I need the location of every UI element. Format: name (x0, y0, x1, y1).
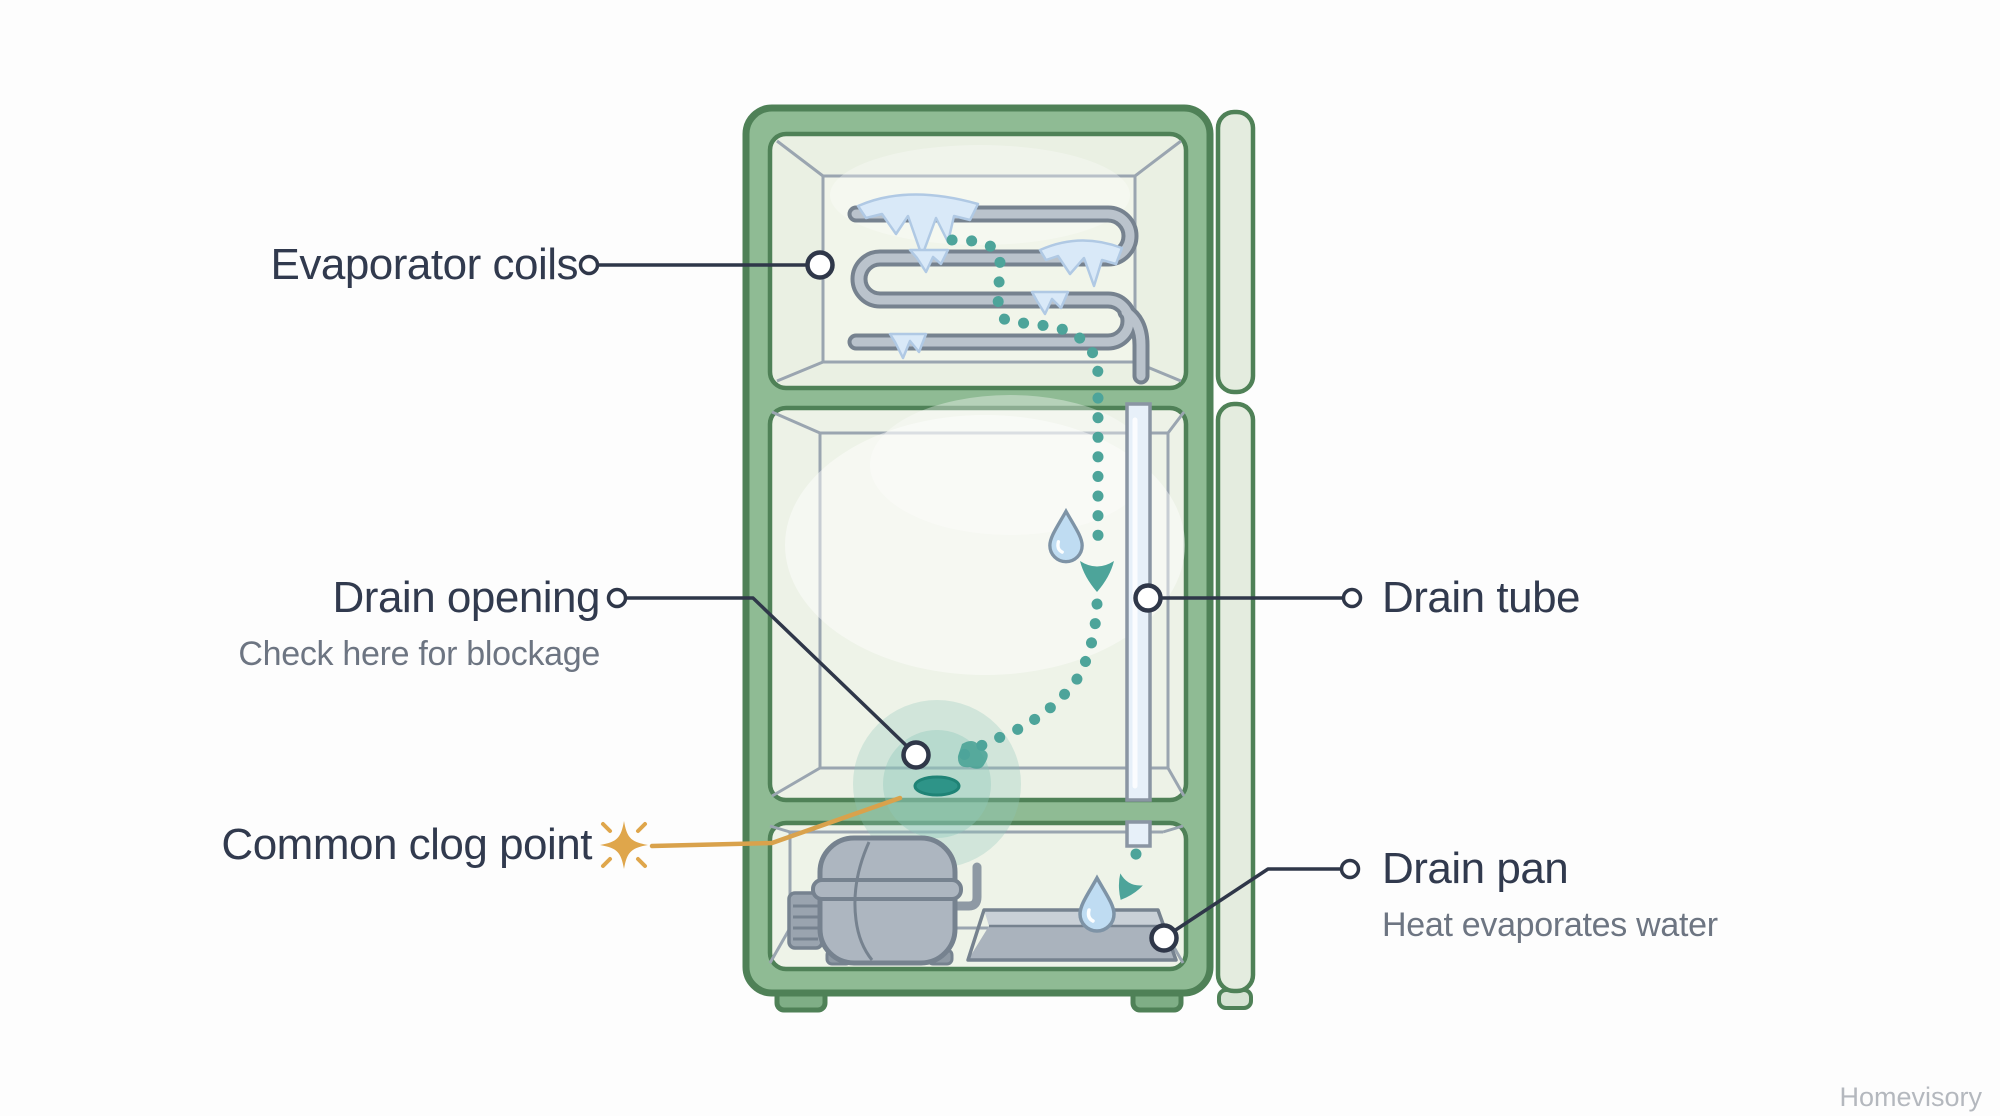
drain-opening-leader (624, 596, 915, 754)
sparkle-icon (600, 821, 648, 869)
watermark: Homevisory (1839, 1082, 1982, 1112)
freezer-door-panel (1215, 109, 1256, 395)
compressor (787, 835, 982, 966)
fridge-door-panel (1215, 401, 1256, 994)
drain-pan-title: Drain pan (1382, 844, 1569, 893)
common-clog-title: Common clog point (221, 820, 592, 869)
label-evaporator-coils: Evaporator coils (100, 240, 579, 289)
leader-lines (596, 263, 1345, 937)
label-drain-opening: Drain opening Check here for blockage (150, 573, 601, 674)
drain-tube-title: Drain tube (1382, 573, 1581, 622)
drain-tube (1125, 402, 1152, 848)
drain-pan-leader (1166, 867, 1343, 937)
flow-arrow-icon (1080, 561, 1143, 900)
label-drain-tube: Drain tube (1382, 573, 1581, 622)
drain-pan-subtitle: Heat evaporates water (1382, 906, 1718, 945)
water-droplet-icon (1048, 507, 1116, 933)
label-marker-icon (578, 250, 1363, 953)
meltwater-flow-path (946, 234, 1142, 879)
label-drain-pan: Drain pan Heat evaporates water (1382, 844, 1718, 945)
drain-pan (966, 908, 1178, 962)
drain-opening-title: Drain opening (332, 573, 601, 622)
drain-hole-icon (913, 775, 961, 797)
drain-opening-subtitle: Check here for blockage (238, 635, 600, 674)
evaporator-coils-title: Evaporator coils (270, 240, 579, 289)
common-clog-leader (649, 795, 903, 849)
freezer-highlight (830, 145, 1130, 245)
fridge-interior-walls (771, 395, 1186, 798)
label-common-clog-point: Common clog point (142, 820, 592, 869)
